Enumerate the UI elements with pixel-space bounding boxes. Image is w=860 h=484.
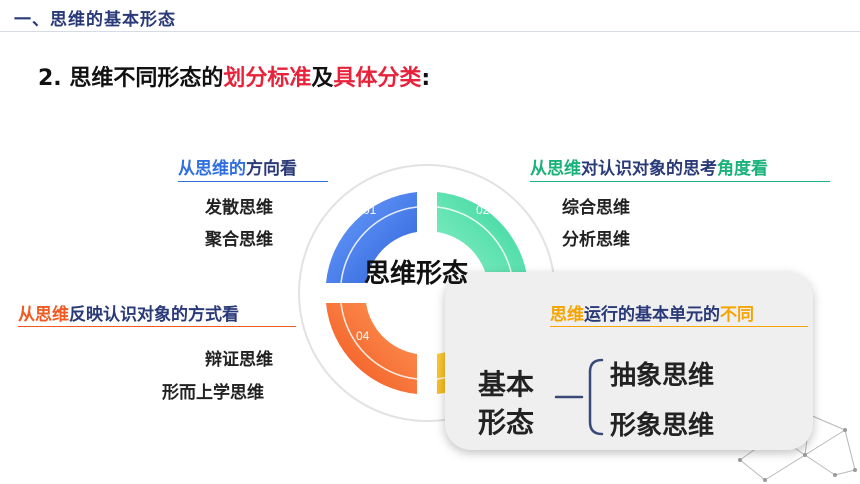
basic-forms-label: 基本 形态 <box>478 366 534 442</box>
bottom-left-heading-b: 反映认识对象的方式看 <box>69 305 239 325</box>
top-left-heading: 从思维的方向看 <box>178 154 297 179</box>
top-left-heading-a: 从思维的 <box>178 159 246 179</box>
top-left-item-2: 聚合思维 <box>205 230 273 250</box>
subtitle-part-3: 及 <box>311 66 334 91</box>
segment-02-label: 02 <box>476 203 490 217</box>
bottom-left-underline <box>18 326 296 327</box>
top-right-underline <box>530 181 830 182</box>
segment-04-label: 04 <box>356 329 370 343</box>
subtitle-part-5: : <box>421 66 431 91</box>
segment-01-label: 01 <box>363 203 377 217</box>
bottom-right-heading-a: 思维 <box>550 305 584 325</box>
top-right-heading: 从思维对认识对象的思考角度看 <box>530 154 768 179</box>
bracket-connector <box>554 358 604 436</box>
bottom-left-item-2: 形而上学思维 <box>162 383 264 403</box>
bottom-right-heading-b: 运行的基本单元的 <box>584 305 720 325</box>
top-right-heading-a: 从思维 <box>530 159 581 179</box>
bottom-right-underline <box>550 326 808 327</box>
top-right-heading-c: 角度看 <box>717 159 768 179</box>
center-label: 思维形态 <box>364 259 469 289</box>
subtitle-part-4: 具体分类 <box>333 66 422 91</box>
segment-04 <box>326 303 417 394</box>
top-left-underline <box>178 181 328 182</box>
bottom-right-heading-c: 不同 <box>720 305 754 325</box>
basic-forms-panel <box>445 272 813 450</box>
basic-forms-line-1: 基本 <box>478 368 535 401</box>
section-title: 一、思维的基本形态 <box>14 10 176 30</box>
basic-forms-line-2: 形态 <box>478 406 535 439</box>
top-right-item-1: 综合思维 <box>562 198 630 218</box>
subtitle-part-2: 划分标准 <box>223 66 312 91</box>
bottom-right-heading: 思维运行的基本单元的不同 <box>550 300 754 325</box>
top-right-heading-b: 对认识对象的思考 <box>581 159 717 179</box>
bottom-left-item-1: 辩证思维 <box>205 350 273 370</box>
segment-02 <box>437 192 528 283</box>
top-right-item-2: 分析思维 <box>562 230 630 250</box>
bottom-left-heading: 从思维反映认识对象的方式看 <box>18 300 239 325</box>
header-divider <box>0 31 860 32</box>
slide-subtitle: 2. 思维不同形态的划分标准及具体分类: <box>38 60 430 92</box>
bottom-right-item-1: 抽象思维 <box>610 361 715 391</box>
bottom-left-heading-a: 从思维 <box>18 305 69 325</box>
top-left-heading-b: 方向看 <box>246 159 297 179</box>
subtitle-part-1: 2. 思维不同形态的 <box>38 66 224 91</box>
bottom-right-item-2: 形象思维 <box>610 411 715 441</box>
segment-01 <box>326 192 417 283</box>
top-left-item-1: 发散思维 <box>205 198 273 218</box>
